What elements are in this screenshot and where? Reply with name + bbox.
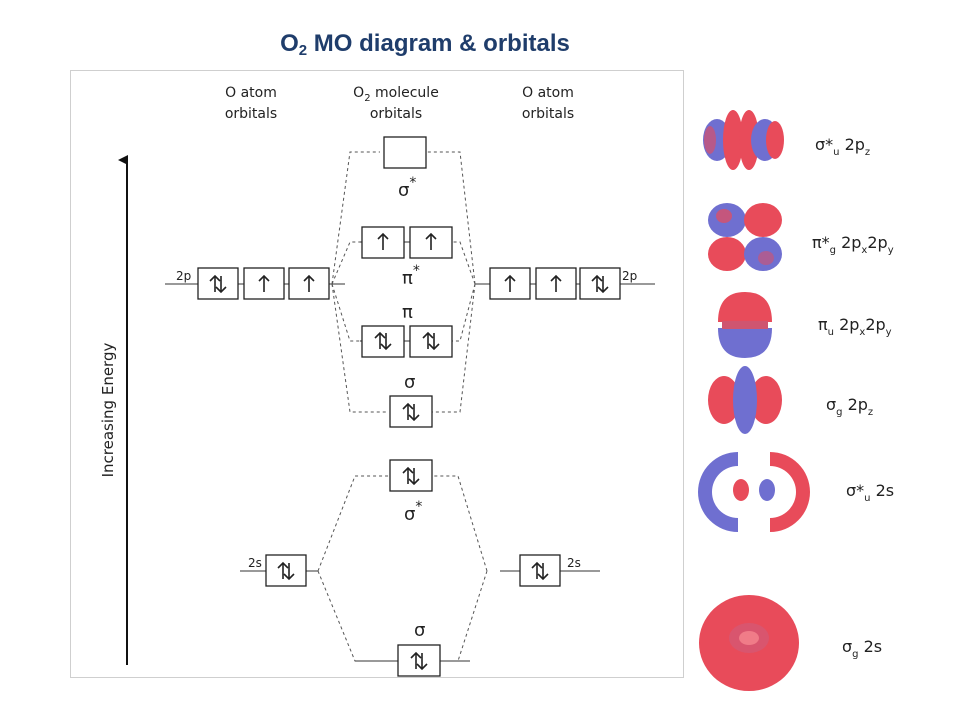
header-right-line2: orbitals (522, 106, 574, 122)
left-2p-box-1 (197, 267, 239, 300)
pi-star-g-name2sub: y (888, 245, 894, 256)
mo-pi-2p-box-1 (361, 325, 405, 358)
sigma-g-2pz-namesub: z (868, 407, 873, 418)
sigma-g-2pz-label: σg 2pz (826, 395, 873, 418)
mo-sigma-star-2s-sym: σ (404, 504, 415, 525)
left-2s-correlation-lines (317, 475, 400, 662)
mo-sigma-star-2s-label: σ* (404, 499, 422, 525)
left-2s-label: 2s (248, 556, 262, 570)
pi-star-g-name2: 2p (867, 233, 887, 252)
mo-sigma-2p-box (389, 395, 433, 428)
pi-u-2px2py-lobes-icon (718, 292, 772, 358)
sigma-star-u-2pz-name: 2p (839, 135, 864, 154)
sigma-g-2pz-name: 2p (843, 395, 868, 414)
mo-sigma-2s-label: σ (414, 620, 425, 641)
pi-star-g-namesub: x (861, 245, 867, 256)
mo-pi-star-2p-star: * (413, 263, 420, 279)
right-2s-box (519, 554, 561, 587)
sigma-star-u-2s-lobes-icon (698, 452, 810, 532)
mo-pi-2p-box-2 (409, 325, 453, 358)
sigma-star-u-2s-sub: u (864, 493, 870, 504)
mo-sigma-star-2p-label: σ* (398, 175, 416, 201)
mo-sigma-star-2p-star: * (409, 175, 416, 191)
pi-u-name2: 2p (865, 315, 885, 334)
header-mid-line1: O2 molecule (353, 85, 439, 104)
sigma-g-2s-sym: σ (842, 637, 852, 656)
sigma-g-2s-label: σg 2s (842, 637, 882, 660)
pi-u-name: 2p (834, 315, 859, 334)
sigma-star-u-2pz-sub: u (833, 147, 839, 158)
mo-sigma-star-2s-box (389, 459, 433, 492)
pi-star-g-sym: π* (812, 233, 830, 252)
pi-star-g-name: 2p (836, 233, 861, 252)
left-2p-correlation-lines (331, 151, 388, 413)
title-rest: MO diagram & orbitals (307, 30, 570, 57)
sigma-star-u-2pz-sym: σ* (815, 135, 833, 154)
pi-u-sym: π (818, 315, 828, 334)
sigma-g-2pz-sym: σ (826, 395, 836, 414)
page-title: O2 MO diagram & orbitals (0, 30, 850, 59)
header-mid-o: O (353, 85, 364, 101)
header-left-line2: orbitals (225, 106, 277, 122)
sigma-star-u-2s-label: σ*u 2s (846, 481, 894, 504)
pi-star-g-2px2py-lobes-icon (708, 203, 782, 271)
pi-star-g-sub: g (830, 245, 836, 256)
mo-sigma-star-2s-star: * (415, 499, 422, 515)
mo-sigma-2s-box (397, 644, 441, 677)
mo-sigma-2p-label: σ (404, 372, 415, 393)
right-2s-correlation-lines (432, 475, 488, 662)
sigma-star-u-2s-sym: σ* (846, 481, 864, 500)
title-subscript: 2 (298, 42, 308, 59)
left-2p-label: 2p (176, 269, 191, 283)
energy-axis-label: Increasing Energy (99, 343, 117, 478)
mo-sigma-star-2p-sym: σ (398, 180, 409, 201)
header-left-line1: O atom (225, 85, 277, 101)
sigma-star-u-2pz-namesub: z (865, 147, 870, 158)
header-mid-sub: 2 (364, 93, 370, 104)
header-right-line1: O atom (522, 85, 574, 101)
right-2s-label: 2s (567, 556, 581, 570)
pi-u-sub: u (828, 327, 834, 338)
mo-pi-2p-label: π (402, 302, 413, 323)
pi-u-name2sub: y (886, 327, 892, 338)
title-o: O (280, 30, 299, 57)
sigma-g-2s-lobes-icon (699, 595, 799, 691)
sigma-star-u-2s-name: 2s (870, 481, 894, 500)
sigma-g-2s-name: 2s (859, 637, 883, 656)
mo-pi-star-2p-label: π* (402, 263, 420, 289)
left-2s-box (265, 554, 307, 587)
sigma-g-2pz-lobes-icon (708, 366, 782, 434)
right-2p-correlation-lines (426, 151, 476, 413)
sigma-star-u-2pz-label: σ*u 2pz (815, 135, 870, 158)
mo-diagram-frame (70, 70, 684, 678)
right-2p-label: 2p (622, 269, 637, 283)
header-mid-rest: molecule (371, 85, 439, 101)
pi-star-g-2px2py-label: π*g 2px2py (812, 233, 894, 256)
mo-pi-star-2p-sym: π (402, 268, 413, 289)
pi-u-namesub: x (859, 327, 865, 338)
sigma-g-2s-sub: g (852, 649, 858, 660)
mo-sigma-star-2p-box (383, 136, 427, 169)
sigma-star-u-2pz-lobes-icon (703, 110, 784, 170)
right-2p-box-3 (579, 267, 621, 300)
sigma-g-2pz-sub: g (836, 407, 842, 418)
header-mid-line2: orbitals (370, 106, 422, 122)
pi-u-2px2py-label: πu 2px2py (818, 315, 892, 338)
